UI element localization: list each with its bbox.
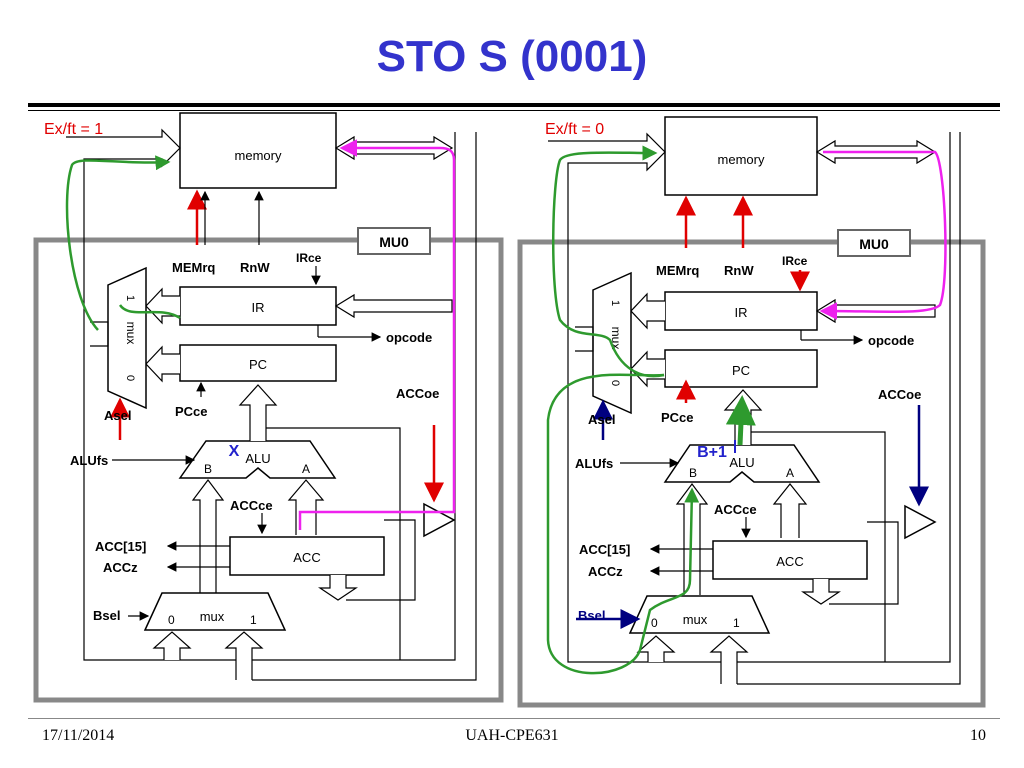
title-rule [28, 103, 1000, 107]
left-alufs-label: ALUfs [70, 453, 108, 468]
footer-page-number: 10 [970, 727, 986, 744]
left-ir-input-bus [334, 293, 453, 319]
left-irce-label: IRce [296, 251, 322, 265]
left-a-mux [107, 266, 147, 410]
right-a-mux-in0: 0 [609, 380, 621, 386]
left-accz-label: ACCz [103, 560, 138, 575]
right-pc-increment-path [546, 373, 700, 675]
right-mu0-frame [517, 239, 986, 708]
right-mu0-box [837, 229, 911, 257]
left-opcode-label: opcode [386, 330, 432, 345]
footer-course: UAH-CPE631 [465, 727, 559, 744]
right-pc-label: PC [732, 363, 750, 378]
right-alufs-label: ALUfs [575, 456, 613, 471]
left-pc-label: PC [249, 357, 267, 372]
left-ir-to-mux-bus [145, 287, 180, 325]
left-mu0-label: MU0 [379, 234, 409, 250]
left-ir-label: IR [252, 300, 265, 315]
right-alu-label: ALU [729, 455, 754, 470]
right-accce-label: ACCce [714, 502, 757, 517]
right-mu0-label: MU0 [859, 236, 889, 252]
left-memory-label: memory [235, 148, 282, 163]
right-opcode-label: opcode [868, 333, 914, 348]
right-acc-register [712, 540, 868, 580]
right-accz-label: ACCz [588, 564, 623, 579]
left-rnw-label: RnW [240, 260, 270, 275]
left-acc-register [229, 536, 385, 576]
slide-title: STO S (0001) [376, 32, 648, 81]
left-alu-a-bus [287, 479, 325, 535]
left-alu-b: B [204, 462, 212, 476]
right-ir-register [664, 291, 818, 331]
left-pcce-label: PCce [175, 404, 208, 419]
right-alu-annotation: B+1 [697, 444, 727, 461]
right-b-mux-in1: 1 [733, 616, 740, 630]
left-a-mux-label: mux [124, 322, 138, 345]
right-memory-label: memory [718, 152, 765, 167]
right-memrq-label: MEMrq [656, 263, 699, 278]
left-memrq-label: MEMrq [172, 260, 215, 275]
left-b-mux-in0: 0 [168, 613, 175, 627]
left-a-mux-in0: 0 [124, 375, 136, 381]
left-acc15-label: ACC[15] [95, 539, 146, 554]
right-address-path [551, 145, 665, 378]
left-address-path [65, 160, 180, 331]
left-asel-label: Asel [104, 408, 131, 423]
right-pc-to-mux-bus [630, 350, 665, 388]
left-pc-register [179, 344, 337, 382]
footer-rule [28, 718, 1000, 719]
left-alu-b-bus [191, 479, 225, 593]
right-datapath: Ex/ft = 0 MU0 memory MEMrq RnW IRce IR o… [517, 116, 986, 708]
right-b-mux-in0: 0 [651, 616, 658, 630]
left-store-data-path [298, 139, 456, 530]
footer-date: 17/11/2014 [42, 727, 115, 744]
left-pc-to-mux-bus [145, 345, 180, 383]
right-acc-tristate [904, 504, 937, 540]
left-alu-annotation: X [229, 443, 240, 460]
right-phase-label: Ex/ft = 0 [545, 121, 604, 138]
left-alu-a: A [302, 462, 310, 476]
right-pcce-label: PCce [661, 410, 694, 425]
right-rnw-label: RnW [724, 263, 754, 278]
right-asel-label: Asel [588, 412, 615, 427]
left-accce-label: ACCce [230, 498, 273, 513]
right-a-mux-in1: 1 [609, 300, 621, 306]
right-alu-to-pc-path [725, 395, 756, 446]
left-alu [178, 440, 337, 479]
left-phase-label: Ex/ft = 1 [44, 121, 103, 138]
left-accoe-label: ACCoe [396, 386, 439, 401]
left-bsel-label: Bsel [93, 608, 120, 623]
right-alu-a: A [786, 466, 794, 480]
left-mu0-frame [33, 237, 504, 703]
right-address-bus [548, 132, 951, 663]
right-acc15-label: ACC[15] [579, 542, 630, 557]
left-b-mux-in1: 1 [250, 613, 257, 627]
right-acc-label: ACC [776, 554, 803, 569]
right-alu [663, 444, 821, 483]
right-ir-to-mux-bus [630, 292, 665, 330]
left-alu-output-bus [238, 384, 278, 441]
left-alu-label: ALU [245, 451, 270, 466]
right-memory-block [664, 116, 818, 196]
right-alu-a-bus [772, 483, 808, 538]
left-b-mux [143, 592, 287, 631]
left-a-mux-in1: 1 [124, 295, 136, 301]
title-rule-thin [28, 110, 1000, 111]
right-bsel-label: Bsel [578, 608, 605, 623]
left-acc-tristate [423, 502, 456, 538]
right-ir-label: IR [735, 305, 748, 320]
right-instruction-fetch-path [819, 150, 947, 320]
left-b-mux-label: mux [200, 609, 225, 624]
right-accoe-label: ACCoe [878, 387, 921, 402]
left-datapath: Ex/ft = 1 MU0 memory MEMrq RnW IRce IR o… [33, 112, 504, 703]
left-mu0-box [357, 227, 431, 255]
left-acc-label: ACC [293, 550, 320, 565]
right-b-mux [628, 595, 771, 634]
right-alu-b: B [689, 466, 697, 480]
right-irce-label: IRce [782, 254, 808, 268]
right-b-mux-label: mux [683, 612, 708, 627]
